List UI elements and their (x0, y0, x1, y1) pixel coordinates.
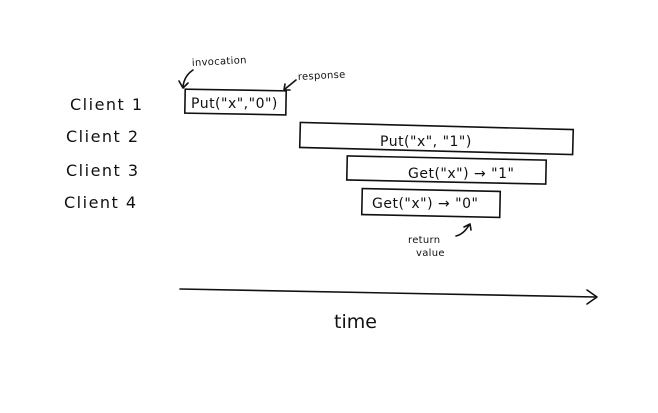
operation-put-x-0: Put("x","0") (183, 88, 288, 116)
operation-get-x-returns-1: Get("x") → "1" (345, 155, 548, 185)
invocation-arrowhead (178, 80, 189, 89)
operation-get-x-returns-0: Get("x") → "0" (360, 187, 502, 219)
time-axis: time (179, 288, 598, 333)
time-axis-label: time (334, 311, 377, 333)
operation-get-x-returns-1-box (345, 155, 548, 185)
response-annotation: response (283, 70, 346, 91)
return-value-annotation: return value (408, 223, 472, 259)
client-2-label: Client 2 (66, 127, 140, 146)
invocation-arrow (182, 69, 194, 88)
time-axis-arrowhead (586, 289, 598, 305)
operation-get-x-returns-0-box (360, 187, 502, 219)
operation-put-x-1-box (298, 121, 575, 156)
operation-put-x-0-box (183, 88, 288, 116)
operation-put-x-1-label: Put("x", "1") (380, 134, 472, 150)
return-value-label-line2: value (416, 248, 445, 259)
response-label: response (298, 70, 346, 83)
client-3-label: Client 3 (66, 161, 140, 180)
invocation-annotation: invocation (178, 55, 247, 89)
client-1-label: Client 1 (70, 95, 144, 114)
time-axis-line (179, 288, 597, 298)
response-arrow (284, 79, 297, 90)
operation-get-x-returns-0-label: Get("x") → "0" (372, 196, 478, 212)
client-labels: Client 1 Client 2 Client 3 Client 4 (64, 95, 144, 212)
return-value-arrowhead (463, 223, 472, 231)
return-value-arrow (455, 224, 470, 237)
operation-put-x-1: Put("x", "1") (298, 121, 575, 156)
invocation-label: invocation (192, 55, 247, 69)
client-4-label: Client 4 (64, 193, 138, 212)
operation-get-x-returns-1-label: Get("x") → "1" (408, 166, 514, 182)
operation-put-x-0-label: Put("x","0") (191, 96, 278, 112)
response-arrowhead (283, 83, 291, 91)
return-value-label-line1: return (408, 235, 440, 246)
